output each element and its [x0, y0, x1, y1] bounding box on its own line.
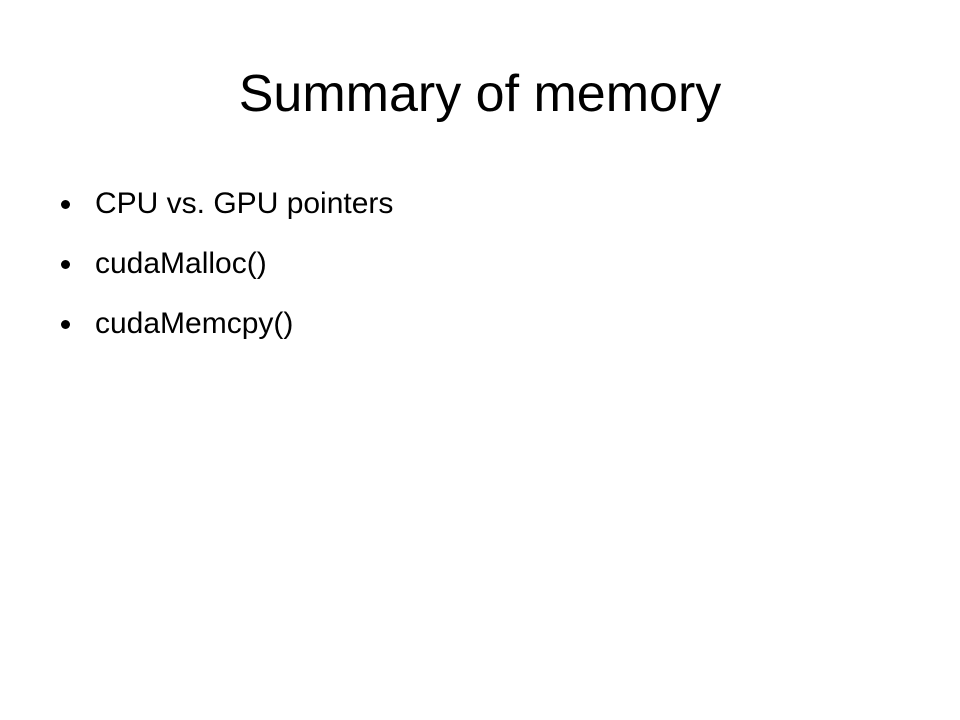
bullet-item: cudaMemcpy()	[57, 294, 917, 354]
bullet-text: cudaMalloc()	[95, 247, 267, 280]
bullet-dot-icon	[61, 199, 70, 209]
bullet-item: CPU vs. GPU pointers	[57, 174, 917, 234]
bullet-dot-icon	[61, 319, 70, 329]
bullet-text: CPU vs. GPU pointers	[95, 187, 394, 220]
bullet-item: cudaMalloc()	[57, 234, 917, 294]
slide-title: Summary of memory	[238, 65, 722, 123]
bullet-list: CPU vs. GPU pointers cudaMalloc() cudaMe…	[57, 174, 917, 354]
bullet-dot-icon	[61, 259, 70, 269]
bullet-text: cudaMemcpy()	[95, 307, 294, 340]
